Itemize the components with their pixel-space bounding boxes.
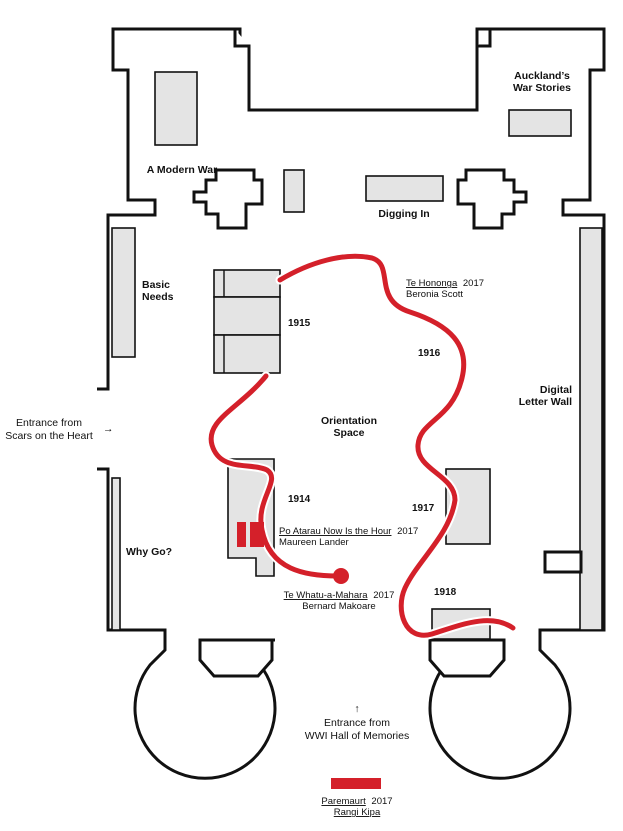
te-hononga-path-red bbox=[277, 253, 516, 638]
te-hononga-label: Te Hononga 2017 bbox=[406, 278, 484, 289]
entrance-hall-line2: WWI Hall of Memories bbox=[305, 730, 409, 742]
label-digital-line2: Letter Wall bbox=[519, 396, 572, 408]
label-why-go: Why Go? bbox=[126, 546, 172, 558]
year-labels: 1915 1916 1914 1917 1918 bbox=[288, 318, 457, 598]
case-1915-bottom bbox=[213, 334, 281, 374]
te-whatu-artist: Bernard Makoare bbox=[302, 601, 375, 612]
paremaurt-artist: Rangi Kipa bbox=[334, 807, 381, 818]
entrance-labels: Entrance from Scars on the Heart → ↑ Ent… bbox=[5, 417, 409, 742]
po-atarau-block-left bbox=[237, 522, 246, 547]
te-hononga-year: 2017 bbox=[463, 278, 484, 289]
year-1918: 1918 bbox=[434, 587, 457, 598]
entrance-scars-line1: Entrance from bbox=[16, 417, 82, 429]
paremaurt-title: Paremaurt bbox=[321, 796, 366, 807]
year-1914: 1914 bbox=[288, 494, 311, 505]
label-basic-needs-line1: Basic bbox=[142, 279, 170, 291]
label-digging-in: Digging In bbox=[378, 208, 429, 220]
te-whatu-title: Te Whatu-a-Mahara bbox=[284, 590, 369, 601]
year-1917: 1917 bbox=[412, 503, 435, 514]
label-orientation-line2: Space bbox=[334, 427, 365, 439]
paremaurt-year: 2017 bbox=[371, 796, 392, 807]
artworks-red bbox=[206, 251, 518, 789]
entrance-scars-arrow: → bbox=[103, 423, 114, 435]
case-digital-wall bbox=[579, 227, 603, 631]
paremaurt-label: Paremaurt 2017 bbox=[321, 796, 392, 807]
label-modern-war: A Modern War bbox=[147, 164, 217, 176]
po-atarau-block-right bbox=[250, 522, 264, 547]
room-labels: A Modern War Auckland’s War Stories Digg… bbox=[126, 70, 572, 558]
po-atarau-artist: Maureen Lander bbox=[279, 537, 349, 548]
te-whatu-label: Te Whatu-a-Mahara 2017 bbox=[284, 590, 395, 601]
stepped-pillars bbox=[192, 168, 528, 230]
po-atarau-label: Po Atarau Now Is the Hour 2017 bbox=[279, 526, 418, 537]
te-whatu-year: 2017 bbox=[373, 590, 394, 601]
entrance-scars-line2: Scars on the Heart bbox=[5, 430, 93, 442]
label-orientation-line1: Orientation bbox=[321, 415, 377, 427]
label-basic-needs-line2: Needs bbox=[142, 291, 174, 303]
display-cases bbox=[111, 71, 603, 640]
te-hononga-title: Te Hononga bbox=[406, 278, 458, 289]
wall-digital-step bbox=[543, 550, 583, 574]
te-whatu-path bbox=[208, 373, 341, 579]
artwork-labels: Te Hononga 2017 Beronia Scott Po Atarau … bbox=[279, 278, 484, 818]
label-auckland-line1: Auckland’s bbox=[514, 70, 570, 82]
case-why-go bbox=[111, 477, 121, 631]
entrance-hall-line1: Entrance from bbox=[324, 717, 390, 729]
entrance-hall-arrow: ↑ bbox=[354, 703, 359, 715]
po-atarau-year: 2017 bbox=[397, 526, 418, 537]
year-1915: 1915 bbox=[288, 318, 311, 329]
case-1915-mid bbox=[213, 296, 281, 336]
case-digging-in bbox=[365, 175, 444, 202]
te-hononga-artist: Beronia Scott bbox=[406, 289, 463, 300]
label-digital-line1: Digital bbox=[540, 384, 572, 396]
label-auckland-line2: War Stories bbox=[513, 82, 571, 94]
case-centre-post bbox=[283, 169, 305, 213]
case-basic-needs bbox=[111, 227, 136, 358]
po-atarau-title: Po Atarau Now Is the Hour bbox=[279, 526, 391, 537]
year-1916: 1916 bbox=[418, 348, 441, 359]
paremaurt-bar bbox=[331, 778, 381, 789]
case-modern-war bbox=[154, 71, 198, 146]
te-whatu-dot bbox=[333, 568, 349, 584]
case-auckland bbox=[508, 109, 572, 137]
